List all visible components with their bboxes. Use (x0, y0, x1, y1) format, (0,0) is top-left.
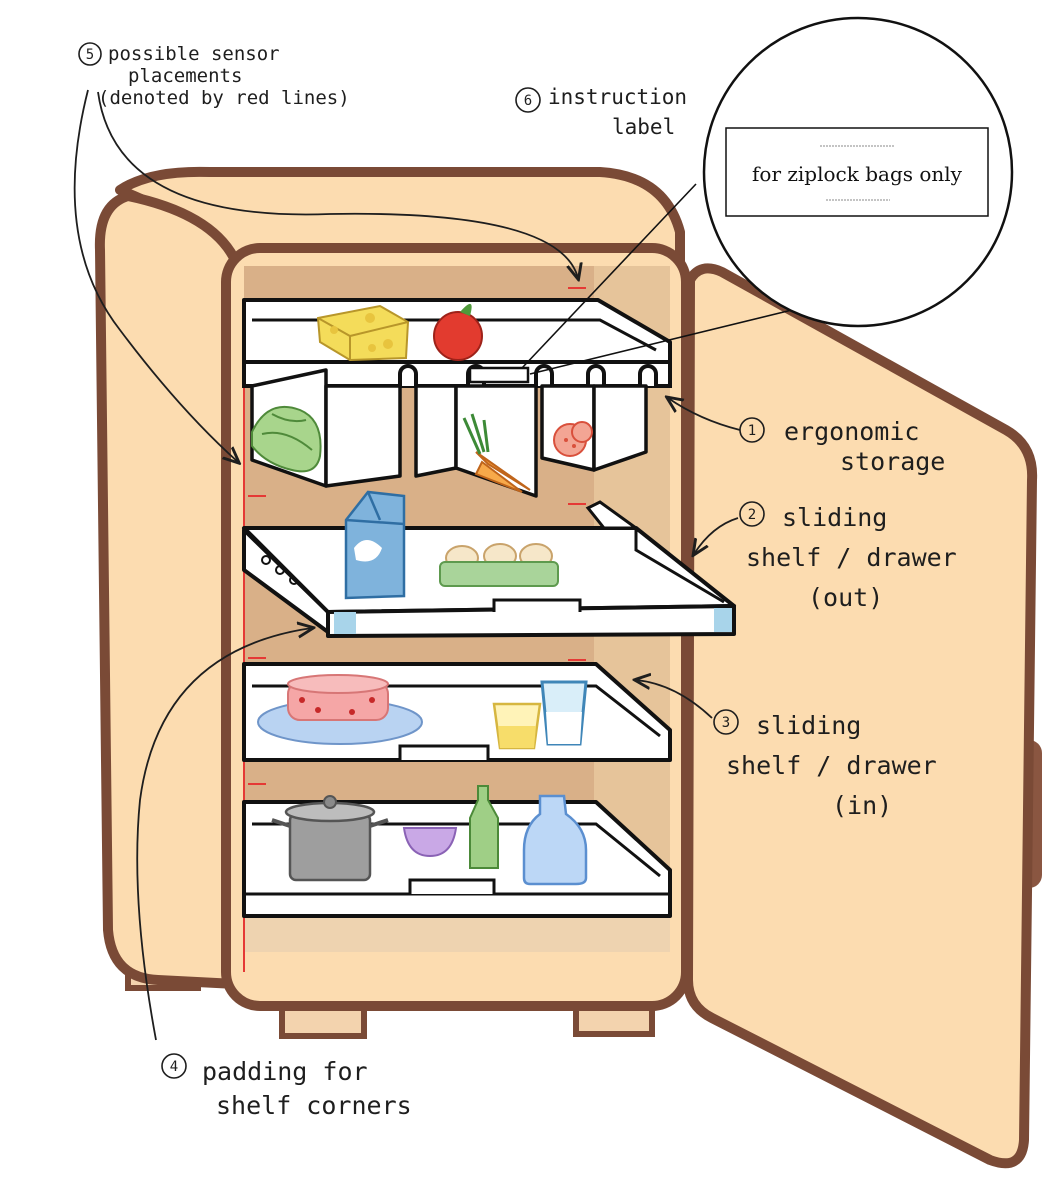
bag-slot (586, 364, 606, 386)
carrot-icon (462, 413, 531, 493)
sliding-in-line-2: shelf / drawer (726, 751, 937, 780)
apple-icon (433, 303, 483, 361)
corner-padding (334, 612, 356, 634)
arrow-ergonomic (668, 398, 741, 431)
sliding-in-num: 3 (722, 715, 730, 731)
padding-num: 4 (170, 1059, 178, 1075)
annotation-sensor: 5 possible sensor placements (denoted by… (78, 42, 350, 109)
sliding-out-line-2: shelf / drawer (746, 543, 957, 572)
label-card (725, 127, 989, 217)
sliding-out-num: 2 (748, 507, 756, 523)
instruction-line-1: instruction (548, 85, 687, 109)
sensor-num: 5 (86, 47, 94, 63)
shelf-instruction-label (468, 366, 530, 384)
sliding-out-line-3: (out) (808, 583, 883, 612)
tomato-slice-icon (553, 421, 593, 457)
yellow-cup-icon (492, 702, 542, 750)
magnifier-leader (521, 183, 697, 369)
cheese-icon (316, 304, 410, 362)
hanging-bag (324, 384, 402, 488)
bag-slot (398, 364, 418, 386)
top-shelf (242, 298, 672, 498)
annotation-arrows (73, 89, 741, 1041)
cake-icon (257, 674, 423, 745)
annotation-padding: 4 padding for shelf corners (161, 1053, 412, 1120)
bag-slot (638, 364, 658, 386)
instruction-line-2: label (612, 115, 675, 139)
shelf-out-front (326, 604, 736, 638)
ergonomic-line-1: ergonomic (784, 417, 919, 446)
sliding-in-line-3: (in) (832, 791, 892, 820)
sliding-shelf-out (242, 490, 736, 638)
annotation-sliding-out: 2 sliding shelf / drawer (out) (739, 501, 957, 612)
instruction-magnifier: for ziplock bags only (521, 16, 1014, 375)
sliding-shelf-in (242, 662, 672, 762)
lettuce-icon (251, 405, 322, 473)
egg-carton-icon (439, 543, 559, 587)
annotation-sliding-in: 3 sliding shelf / drawer (in) (713, 709, 937, 820)
label-card-text: for ziplock bags only (752, 162, 963, 186)
sensor-line-2: placements (128, 65, 242, 87)
sliding-in-line-1: sliding (756, 711, 861, 740)
sensor-line-3: (denoted by red lines) (98, 87, 350, 109)
magnifier-leader (529, 307, 801, 375)
milk-carton-icon (344, 490, 406, 600)
sliding-out-line-1: sliding (782, 503, 887, 532)
padding-line-1: padding for (202, 1057, 368, 1086)
hanging-bag (454, 384, 538, 498)
annotation-instruction: 6 instruction label (515, 85, 687, 139)
fridge-left-side (94, 191, 241, 989)
ergonomic-line-2: storage (840, 447, 945, 476)
fridge-door (683, 263, 1042, 1169)
arrow-sensor-top (97, 91, 578, 278)
bottle-icon (469, 785, 499, 869)
instruction-num: 6 (524, 93, 532, 109)
padding-line-2: shelf corners (216, 1091, 412, 1120)
hanging-bag (414, 384, 458, 478)
sensor-line-1: possible sensor (108, 43, 280, 65)
interior-floor (244, 918, 670, 952)
arrow-padding (136, 628, 312, 1041)
corner-padding (714, 608, 732, 632)
hanging-bag (592, 384, 648, 472)
pot-icon (271, 795, 389, 882)
arrow-sliding-out (694, 517, 739, 554)
glass-icon (540, 680, 588, 746)
bowl-icon (402, 827, 458, 858)
water-jug-icon (522, 794, 588, 886)
door-panel (683, 263, 1038, 1169)
arrow-sensor-left (73, 89, 238, 462)
ergonomic-num: 1 (748, 423, 756, 439)
annotation-ergonomic: 1 ergonomic storage (739, 417, 945, 476)
arrow-sliding-in (636, 680, 713, 719)
bottom-shelf (242, 785, 672, 918)
